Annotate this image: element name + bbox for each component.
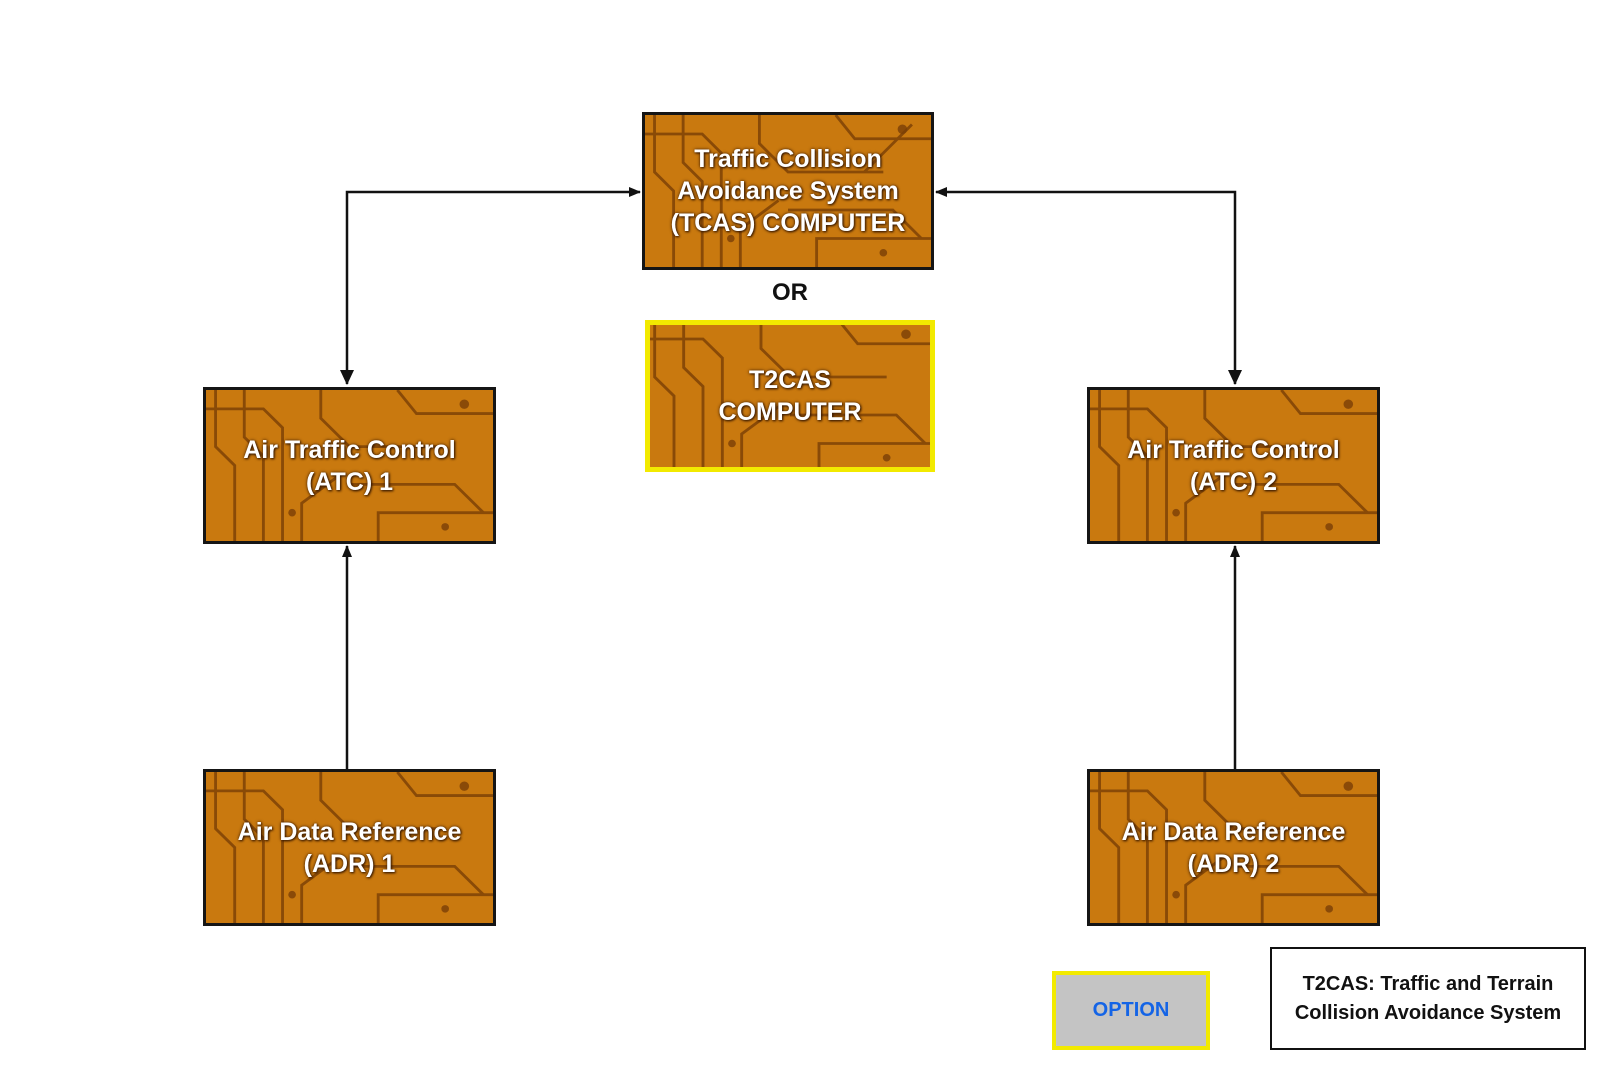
t2cas-computer-label: T2CAS COMPUTER xyxy=(718,366,862,426)
connector-atc1-tcas xyxy=(345,187,641,384)
arrow-into-atc1 xyxy=(340,370,354,385)
circuit-board-texture xyxy=(1090,772,1377,923)
legend-option-label: OPTION xyxy=(1092,999,1170,1021)
legend-abbreviation-note: T2CAS: Traffic and Terrain Collision Avo… xyxy=(1270,947,1586,1050)
option-dashed-border xyxy=(645,320,935,472)
arrow-into-atc2 xyxy=(1228,370,1242,385)
atc1-label: Air Traffic Control (ATC) 1 xyxy=(243,435,456,496)
legend-note-text: T2CAS: Traffic and Terrain Collision Avo… xyxy=(1294,972,1562,1024)
adr1-label: Air Data Reference (ADR) 1 xyxy=(237,817,462,878)
circuit-board-texture xyxy=(206,390,493,541)
connector-atc2-tcas xyxy=(935,187,1237,384)
adr2-box: Air Data Reference (ADR) 2 xyxy=(1087,769,1380,926)
adr2-label: Air Data Reference (ADR) 2 xyxy=(1121,817,1346,878)
t2cas-computer-box: T2CAS COMPUTER xyxy=(645,320,935,472)
circuit-board-texture xyxy=(645,115,931,267)
or-label: OR xyxy=(772,279,808,306)
atc2-label: Air Traffic Control (ATC) 2 xyxy=(1127,435,1340,496)
circuit-board-texture xyxy=(645,320,935,472)
circuit-board-texture xyxy=(1090,390,1377,541)
tcas-computer-label: Traffic Collision Avoidance System (TCAS… xyxy=(670,145,906,237)
legend-option-swatch: OPTION xyxy=(1052,971,1210,1050)
tcas-computer-box: Traffic Collision Avoidance System (TCAS… xyxy=(642,112,934,270)
circuit-board-texture xyxy=(206,772,493,923)
atc1-box: Air Traffic Control (ATC) 1 xyxy=(203,387,496,544)
atc2-box: Air Traffic Control (ATC) 2 xyxy=(1087,387,1380,544)
adr1-box: Air Data Reference (ADR) 1 xyxy=(203,769,496,926)
